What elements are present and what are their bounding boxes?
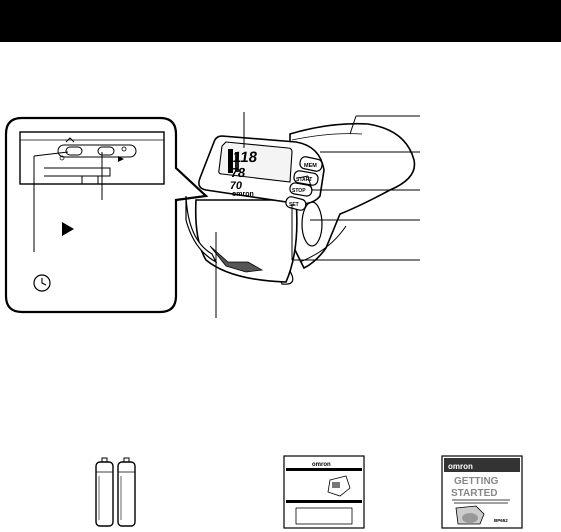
stop-label: STOP [292,188,306,194]
mem-label: MEM [304,163,317,169]
guide-title-line1: GETTING [454,476,499,487]
manual-brand: omron [312,462,331,468]
diastolic-value: 78 [230,165,247,180]
getting-started-guide: omron GETTING STARTED BP652 [441,455,523,529]
clock-icon [33,274,51,292]
guide-brand: omron [448,462,473,471]
start-button[interactable]: START [293,170,319,186]
battery-compartment [19,131,165,185]
set-label: SET [289,202,299,208]
brand-logo: omron [232,191,254,198]
guide-model: BP652 [494,518,508,523]
set-button[interactable]: SET [285,196,307,212]
callout-lines [215,112,420,318]
blood-pressure-monitor: 118 78 70 omron MEM START STOP SET [185,135,325,283]
instruction-manual: omron [283,455,365,529]
start-label: START [296,177,312,183]
systolic-value: 118 [232,149,259,166]
play-triangle-icon [62,222,74,236]
clock-switch-left[interactable] [65,146,83,156]
pulse-value: 70 [229,180,243,192]
mem-button[interactable]: MEM [299,156,323,172]
batteries [95,457,136,527]
guide-title-line2: STARTED [451,488,497,499]
stop-button[interactable]: STOP [289,182,313,197]
inset-callout [4,116,209,314]
header-bar [0,0,561,42]
clock-switch-right[interactable] [97,146,115,156]
